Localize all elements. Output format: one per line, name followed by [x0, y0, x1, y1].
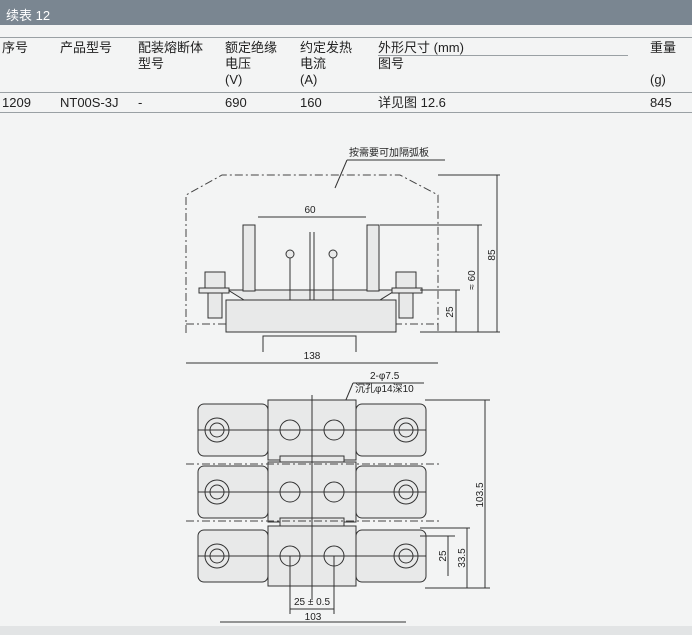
- table-caption-bar: 续表 12: [0, 0, 692, 25]
- cell-voltage: 690: [225, 95, 247, 110]
- col-header-voltage: 额定绝缘电压(V): [225, 40, 278, 87]
- divider: [378, 55, 628, 56]
- side-view: 按需要可加隔弧板 60 138 85 ≈ 60 25: [185, 146, 500, 364]
- cell-current: 160: [300, 95, 322, 110]
- col-header-current: 约定发热电流(A): [300, 40, 353, 87]
- dim-25-tolerance: 25 ± 0.5: [294, 597, 331, 608]
- dim-138: 138: [304, 351, 321, 362]
- dim-60: 60: [304, 205, 316, 216]
- cell-index: 1209: [2, 95, 31, 110]
- cell-fuse-model: -: [138, 95, 143, 110]
- divider: [0, 37, 692, 38]
- dim-85: 85: [487, 249, 498, 261]
- divider: [0, 112, 692, 113]
- note-arc-plate: 按需要可加隔弧板: [349, 146, 429, 159]
- dim-25-bottom: 25: [438, 550, 449, 562]
- col-header-model: 产品型号: [60, 40, 113, 55]
- col-header-fuse-model: 配装熔断体型号: [138, 40, 204, 71]
- cell-weight: 845: [650, 95, 672, 110]
- hole-count: 2-φ7.5: [370, 371, 400, 382]
- hole-spec: 沉孔φ14深10: [355, 382, 414, 395]
- col-header-dimensions: 外形尺寸 (mm)图号: [378, 40, 464, 71]
- dim-33-5: 33.5: [457, 548, 468, 568]
- table-caption: 续表 12: [6, 8, 51, 23]
- dim-approx-60: ≈ 60: [467, 270, 478, 290]
- col-header-index: 序号: [2, 40, 29, 55]
- plan-view: 2-φ7.5 沉孔φ14深10 103.5 33.5 25 25 ± 0.5 1…: [186, 371, 490, 623]
- dim-103-5: 103.5: [475, 482, 486, 507]
- col-header-weight: 重量(g): [650, 40, 677, 87]
- dim-25-side: 25: [445, 306, 456, 318]
- cell-dimensions: 详见图 12.6: [378, 95, 446, 110]
- dim-103: 103: [305, 612, 322, 623]
- cell-model: NT00S-3J: [60, 95, 119, 110]
- page-bottom-band: [0, 626, 692, 635]
- divider: [0, 92, 692, 93]
